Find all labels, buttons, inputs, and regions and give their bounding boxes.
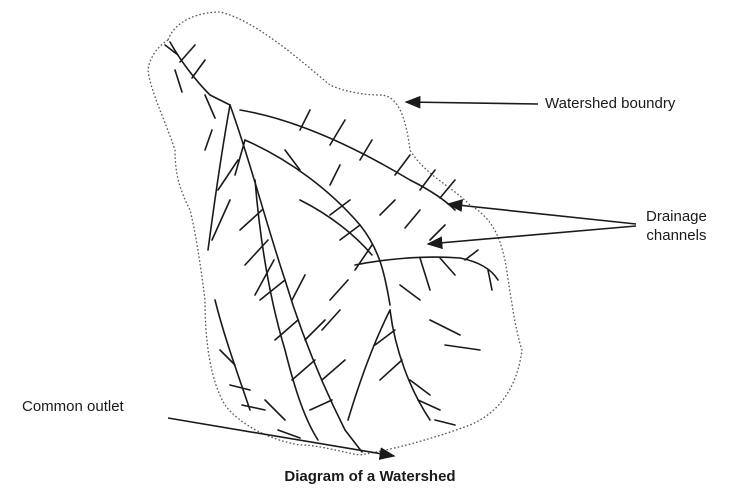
outlet-pointer-arrow: [168, 418, 394, 456]
drainage-channels-label-line-1: Drainage: [646, 207, 707, 226]
tributary-channel: [322, 225, 372, 330]
watershed-boundary-label: Watershed boundry: [545, 94, 675, 113]
tributary-channel: [215, 300, 250, 410]
tributary-channel: [375, 330, 455, 425]
main-channel: [230, 105, 362, 452]
tributary-channel: [165, 45, 215, 150]
drainage-network: [165, 42, 498, 452]
tributary-channel: [170, 42, 230, 105]
tributary-channel: [300, 110, 455, 198]
tributary-channel: [348, 310, 390, 420]
drainage-pointer-arrow: [428, 226, 636, 244]
tributary-channel: [240, 110, 455, 210]
drainage-pointer-arrow: [448, 204, 636, 224]
tributary-channel: [400, 250, 492, 350]
watershed-boundary-outline: [148, 12, 522, 455]
common-outlet-label: Common outlet: [22, 397, 124, 416]
pointer-arrows: [168, 102, 636, 456]
drainage-channels-label-line-2: channels: [646, 226, 707, 245]
tributary-channel: [285, 150, 445, 240]
drainage-channels-label: Drainage channels: [646, 207, 707, 245]
diagram-caption: Diagram of a Watershed: [0, 468, 740, 485]
boundary-pointer-arrow: [406, 102, 538, 104]
tributary-channel: [260, 275, 345, 410]
tributary-channel: [255, 180, 318, 440]
